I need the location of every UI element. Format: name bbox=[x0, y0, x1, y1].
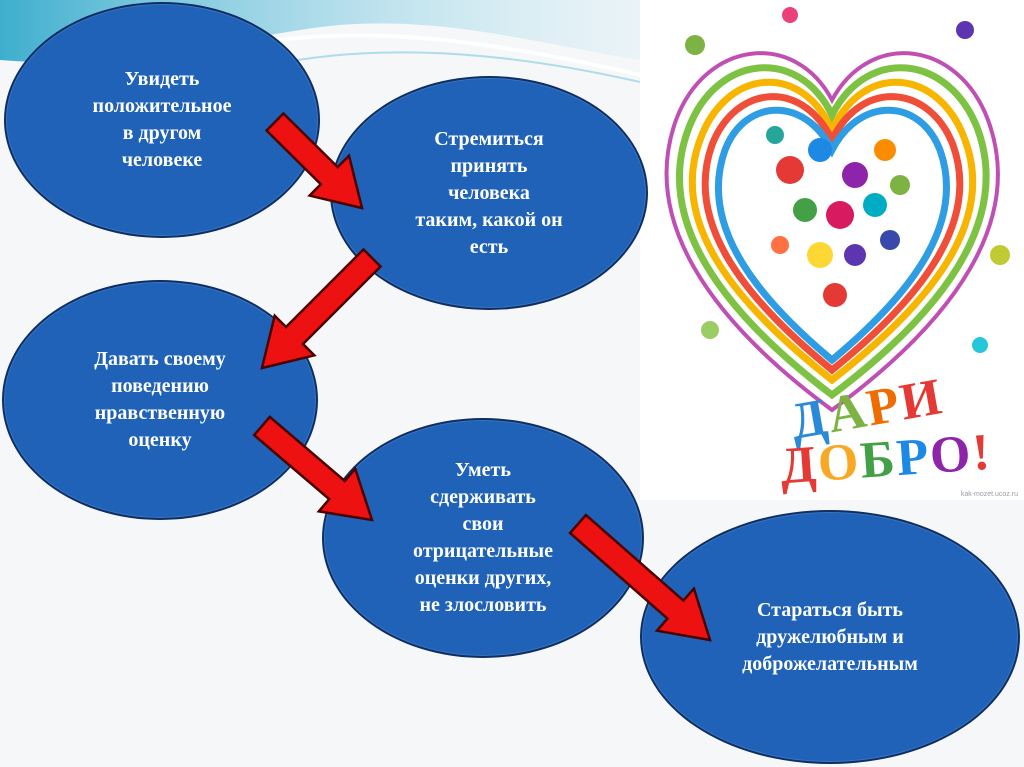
poster-line2-letter-1: Д bbox=[778, 435, 820, 496]
poster-line2-letter-6: ! bbox=[970, 423, 994, 482]
node-be-friendly: Стараться быть дружелюбным и доброжелате… bbox=[640, 510, 1020, 764]
node-restrain-judgment: Уметь сдерживать свои отрицательные оцен… bbox=[322, 418, 644, 658]
heart-illustration bbox=[664, 7, 1010, 413]
node-restrain-judgment-label: Уметь сдерживать свои отрицательные оцен… bbox=[413, 459, 553, 616]
poster-line2-letter-5: О bbox=[927, 425, 975, 485]
poster-line2-letter-2: О bbox=[815, 432, 863, 493]
node-be-friendly-label: Стараться быть дружелюбным и доброжелате… bbox=[742, 598, 918, 675]
poster-line2-letter-4: Р bbox=[894, 427, 932, 488]
node-accept-person-label: Стремиться принять человека таким, какой… bbox=[415, 127, 563, 258]
poster-watermark: kak-mozet.ucoz.ru bbox=[960, 491, 1018, 498]
poster-line2-letter-3: Б bbox=[858, 430, 899, 490]
node-moral-assessment-label: Давать своему поведению нравственную оце… bbox=[94, 348, 226, 451]
node-moral-assessment: Давать своему поведению нравственную оце… bbox=[2, 280, 318, 520]
node-see-positive-label: Увидеть положительное в другом человеке bbox=[92, 68, 232, 171]
node-see-positive: Увидеть положительное в другом человеке bbox=[4, 2, 320, 238]
dari-dobro-poster: ДАРИ ДОБРО! kak-mozet.ucoz.ru bbox=[640, 0, 1024, 500]
node-accept-person: Стремиться принять человека таким, какой… bbox=[330, 76, 648, 310]
